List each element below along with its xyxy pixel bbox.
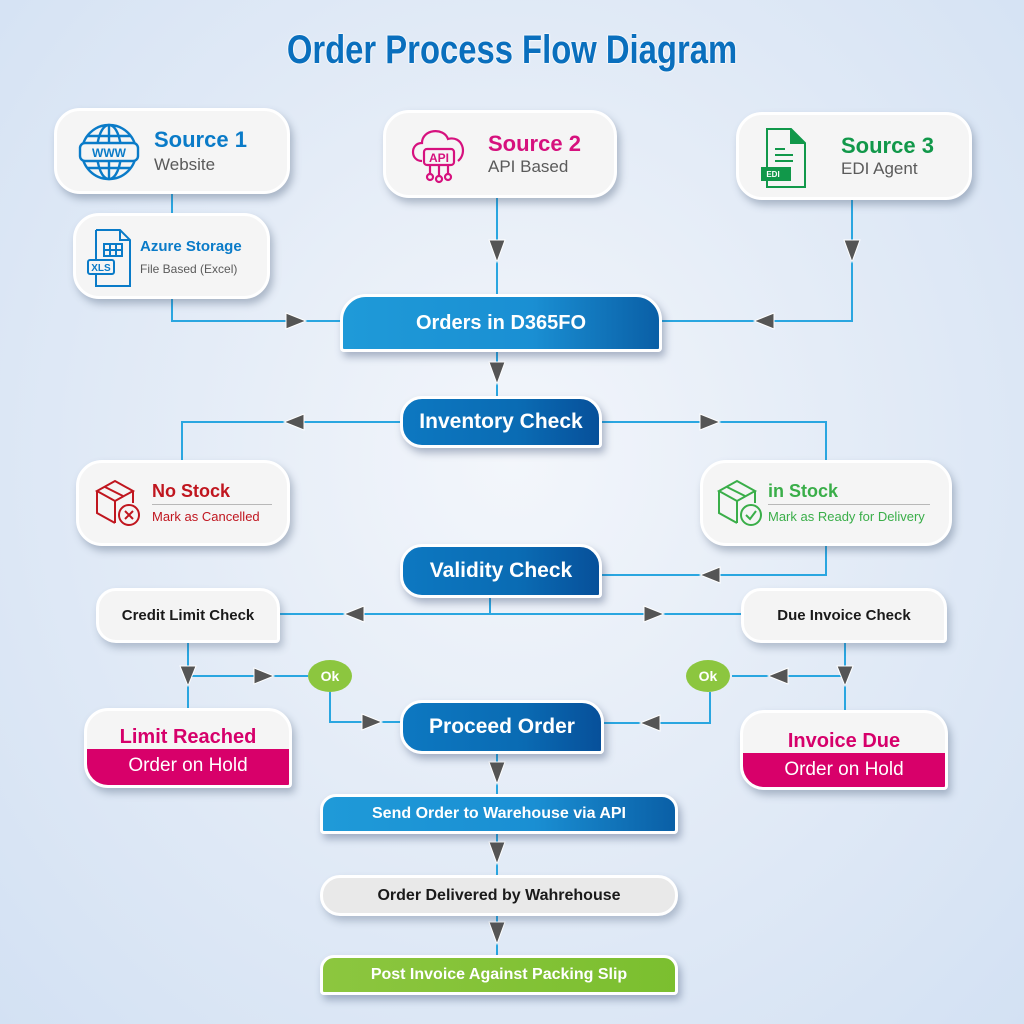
arrow-down-send [488, 841, 506, 866]
arrow-down-proceed [488, 761, 506, 786]
arrow-down-source2 [488, 239, 506, 264]
send-order-warehouse-step: Send Order to Warehouse via API [320, 794, 678, 834]
connector-instock-validity [600, 545, 827, 576]
arrow-down-due [836, 665, 854, 688]
limit-reached-card: Limit Reached Order on Hold [84, 708, 292, 788]
connector-inventory-nostock [181, 421, 402, 462]
post-invoice-step: Post Invoice Against Packing Slip [320, 955, 678, 995]
source-3-title: Source 3 [841, 133, 934, 158]
edi-file-icon: EDI [761, 128, 806, 188]
connector-inventory-instock [600, 421, 827, 462]
arrow-right-inventory [699, 413, 722, 431]
in-stock-subtitle: Mark as Ready for Delivery [768, 509, 925, 524]
arrow-left-instock [698, 566, 721, 584]
box-cancel-icon [94, 479, 140, 526]
source-1-title: Source 1 [154, 127, 247, 152]
in-stock-card: in Stock Mark as Ready for Delivery [700, 460, 952, 546]
arrow-right-ok-proceed [361, 713, 384, 731]
source-1-subtitle: Website [154, 155, 216, 174]
invoice-due-card: Invoice Due Order on Hold [740, 710, 948, 790]
arrow-right-validity [643, 605, 666, 623]
arrow-down-orders [488, 361, 506, 386]
source-2-subtitle: API Based [488, 157, 569, 176]
arrow-left-validity [342, 605, 365, 623]
arrow-left-source3 [752, 312, 775, 330]
arrow-left-due-ok [766, 667, 789, 685]
source-3-card: EDI Source 3 EDI Agent [736, 112, 972, 200]
cloud-api-icon: API [411, 130, 465, 184]
source-3-subtitle: EDI Agent [841, 159, 918, 178]
credit-limit-check-step: Credit Limit Check [96, 588, 280, 643]
arrow-down-delivered [488, 921, 506, 946]
no-stock-card: No Stock Mark as Cancelled [76, 460, 290, 546]
no-stock-title: No Stock [152, 481, 231, 501]
source-1-card: WWW Source 1 Website [54, 108, 290, 194]
svg-text:WWW: WWW [92, 146, 127, 160]
limit-reached-status: Order on Hold [87, 749, 289, 785]
azure-storage-title: Azure Storage [140, 238, 242, 255]
orders-in-d365fo-step: Orders in D365FO [340, 294, 662, 352]
azure-storage-subtitle: File Based (Excel) [140, 262, 238, 276]
invoice-due-title: Invoice Due [787, 730, 901, 752]
in-stock-divider [768, 504, 930, 505]
svg-text:XLS: XLS [91, 263, 111, 274]
in-stock-title: in Stock [768, 481, 839, 501]
svg-text:EDI: EDI [766, 170, 779, 179]
no-stock-divider [152, 504, 272, 505]
xls-file-icon: XLS [87, 229, 131, 287]
limit-reached-title: Limit Reached [119, 726, 257, 748]
order-delivered-step: Order Delivered by Wahrehouse [320, 875, 678, 916]
arrow-right-credit-ok [253, 667, 276, 685]
arrow-down-credit [179, 665, 197, 688]
ok-node-due: Ok [686, 660, 730, 692]
arrow-right-azure [285, 312, 308, 330]
www-globe-icon: WWW [78, 123, 140, 181]
arrow-left-ok-proceed [638, 714, 661, 732]
arrow-down-source3 [843, 239, 861, 264]
invoice-due-status: Order on Hold [743, 753, 945, 787]
validity-check-step: Validity Check [400, 544, 602, 598]
azure-storage-card: XLS Azure Storage File Based (Excel) [73, 213, 270, 299]
diagram-title: Order Process Flow Diagram [286, 28, 738, 72]
svg-text:API: API [429, 151, 449, 165]
source-2-card: API Source 2 API Based [383, 110, 617, 198]
proceed-order-step: Proceed Order [400, 700, 604, 754]
connector-source3-orders [660, 200, 853, 322]
box-check-icon [716, 479, 762, 526]
connector-azure-orders [171, 298, 342, 322]
source-2-title: Source 2 [488, 131, 581, 156]
ok-node-credit: Ok [308, 660, 352, 692]
due-invoice-check-step: Due Invoice Check [741, 588, 947, 643]
inventory-check-step: Inventory Check [400, 396, 602, 448]
no-stock-subtitle: Mark as Cancelled [152, 509, 260, 524]
arrow-left-inventory [282, 413, 305, 431]
